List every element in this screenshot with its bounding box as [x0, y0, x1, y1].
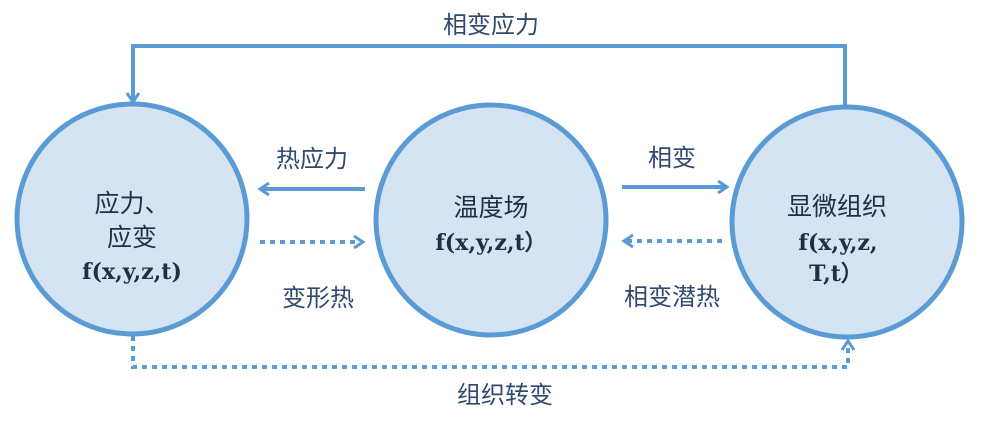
stress-strain-node [14, 101, 250, 337]
phase-change-label: 相变 [648, 144, 696, 172]
temperature-field-title: 温度场 [453, 193, 528, 222]
microstructure-title: 显微组织 [787, 192, 887, 221]
microstructure-change-label: 组织转变 [457, 381, 553, 409]
deformation-heat-label: 变形热 [282, 284, 354, 312]
microstructure-change-arrow [131, 336, 848, 369]
phase-stress-label: 相变应力 [443, 11, 539, 39]
microstructure-formula-2: T,t） [809, 261, 863, 287]
temperature-field-node [373, 102, 609, 338]
temperature-field-formula: f(x,y,z,t） [435, 230, 546, 256]
stress-strain-title-2: 应变 [107, 223, 157, 252]
stress-strain-title-1: 应力、 [94, 189, 169, 218]
stress-strain-formula: f(x,y,z,t) [82, 259, 182, 285]
microstructure-formula-1: f(x,y,z, [798, 230, 877, 256]
microstructure-node [729, 104, 965, 340]
latent-heat-label: 相变潜热 [624, 283, 720, 311]
phase-stress-arrow [133, 44, 847, 110]
thermal-stress-label: 热应力 [276, 145, 348, 173]
